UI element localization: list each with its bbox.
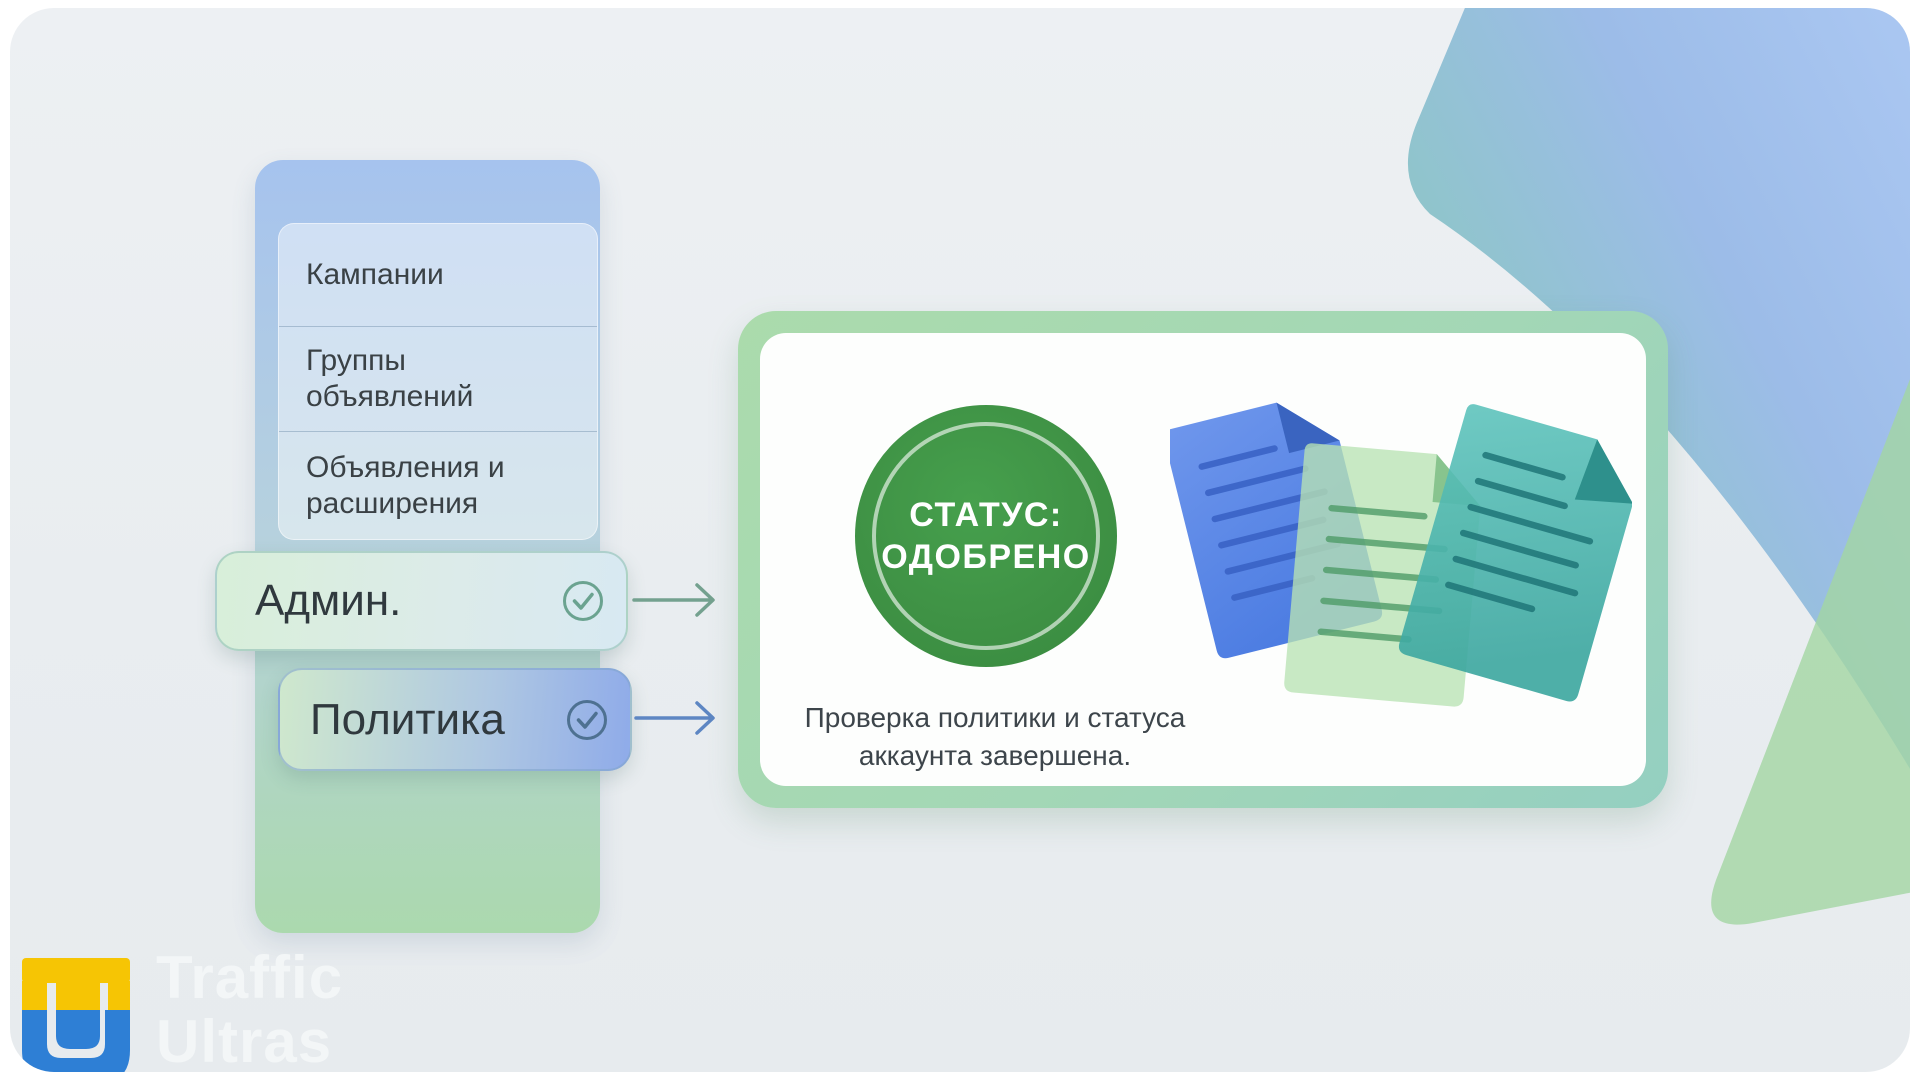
- nav-pill-policy[interactable]: Политика: [278, 668, 632, 771]
- status-caption: Проверка политики и статуса аккаунта зав…: [804, 702, 1186, 771]
- nav-pill-admin-label: Админ.: [255, 576, 402, 625]
- nav-item-ads-extensions[interactable]: Объявления и расширения: [279, 431, 597, 539]
- nav-item-campaigns[interactable]: Кампании: [306, 258, 444, 291]
- nav-pill-admin[interactable]: Админ.: [215, 551, 628, 651]
- brand-wordmark: Traffic Ultras: [156, 944, 344, 1073]
- documents-illustration: [1170, 402, 1632, 707]
- traffic-ultras-logo-icon: [22, 958, 130, 1072]
- status-badge-text: СТАТУС: ОДОБРЕНО: [881, 496, 1091, 576]
- brand-line-1: Traffic: [156, 944, 344, 1011]
- check-circle-icon: [563, 581, 603, 621]
- nav-menu: Кампании Группы объявлений Объявления и …: [278, 223, 598, 540]
- check-circle-icon: [567, 699, 607, 740]
- bg-green-shape: [1711, 379, 1910, 925]
- ads-nav-panel: Кампании Группы объявлений Объявления и …: [255, 160, 600, 933]
- status-result-card: СТАТУС: ОДОБРЕНО Проверка политики и ста…: [738, 311, 1668, 808]
- nav-pill-policy-label: Политика: [310, 694, 505, 744]
- teal-document-icon: [1398, 404, 1632, 702]
- nav-item-ad-groups[interactable]: Группы объявлений: [279, 326, 597, 431]
- status-approved-badge: СТАТУС: ОДОБРЕНО: [855, 405, 1117, 667]
- illustration-canvas: Кампании Группы объявлений Объявления и …: [10, 8, 1910, 1072]
- brand-line-2: Ultras: [156, 1008, 333, 1073]
- status-card-body: СТАТУС: ОДОБРЕНО Проверка политики и ста…: [760, 333, 1646, 786]
